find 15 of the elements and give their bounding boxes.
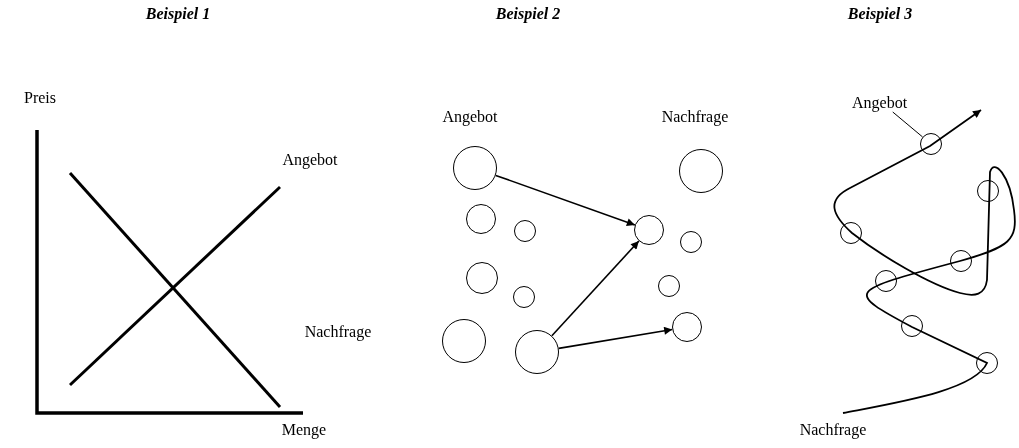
axis-label: Nachfrage [661,108,729,126]
axis-label: Angebot [442,108,498,126]
axis-label: Menge [281,421,327,439]
curve-label: Angebot [852,94,908,112]
axis-label: Preis [24,89,56,107]
leader-line [892,111,924,138]
axis-label: Nachfrage [799,421,867,439]
example-heading: Beispiel 2 [495,5,561,23]
example-heading: Beispiel 1 [145,5,211,23]
arrow [494,174,636,227]
axis-label: Angebot [282,151,338,169]
arrow [551,240,640,337]
example-heading: Beispiel 3 [847,5,913,23]
axis-label: Nachfrage [304,323,372,341]
arrow [557,326,673,350]
